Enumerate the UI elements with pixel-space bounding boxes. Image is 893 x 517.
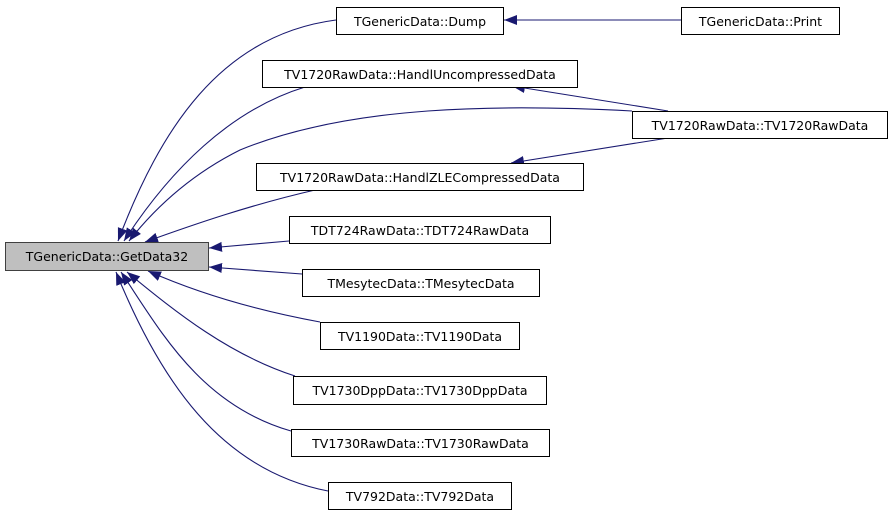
node-getdata32[interactable]: TGenericData::GetData32: [5, 242, 209, 271]
node-tdt724rawdata-ctor[interactable]: TDT724RawData::TDT724RawData: [289, 216, 551, 244]
node-dump[interactable]: TGenericData::Dump: [336, 7, 504, 35]
edge-handluncompressed-to-getdata32: [123, 86, 306, 242]
node-handlzlecompressed[interactable]: TV1720RawData::HandlZLECompressedData: [256, 163, 584, 191]
node-tv1190data-ctor[interactable]: TV1190Data::TV1190Data: [320, 322, 520, 350]
node-tv1730dppdata-ctor[interactable]: TV1730DppData::TV1730DppData: [293, 376, 547, 405]
edge-tv1730raw-to-getdata32: [120, 271, 292, 432]
edge-tv1720ctor-to-getdata32: [128, 107, 633, 242]
node-tv792data-ctor[interactable]: TV792Data::TV792Data: [328, 482, 512, 510]
node-handluncompressed[interactable]: TV1720RawData::HandlUncompressedData: [262, 60, 578, 88]
node-tv1730rawdata-ctor[interactable]: TV1730RawData::TV1730RawData: [291, 429, 550, 457]
edge-tv1720ctor-to-handluncompressed: [511, 83, 669, 112]
edge-tmesytec-to-getdata32: [208, 262, 303, 275]
edge-dump-to-getdata32: [117, 19, 337, 242]
edge-tv1190-to-getdata32: [147, 270, 321, 323]
edge-tv1730dpp-to-getdata32: [126, 271, 296, 377]
edge-tv1720ctor-to-handlzle: [510, 137, 669, 166]
edge-tv792-to-getdata32: [115, 271, 329, 492]
node-tv1720rawdata-ctor[interactable]: TV1720RawData::TV1720RawData: [632, 111, 888, 139]
edge-tdt724-to-getdata32: [208, 240, 290, 252]
node-print[interactable]: TGenericData::Print: [681, 7, 840, 35]
node-tmesytecdata-ctor[interactable]: TMesytecData::TMesytecData: [302, 269, 540, 297]
edge-handlzle-to-getdata32: [144, 189, 316, 243]
